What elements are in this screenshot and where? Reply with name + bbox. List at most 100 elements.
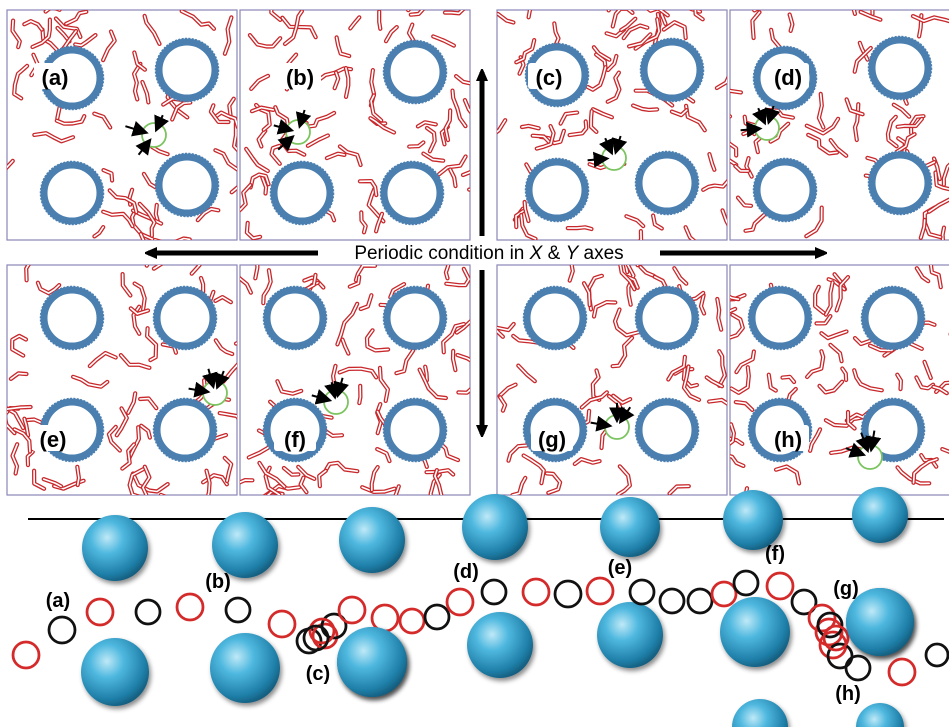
trajectory-ring [807,603,837,633]
nanoparticle [154,37,220,103]
jump-arrow [273,119,295,135]
trajectory-label: (e) [608,557,632,579]
trajectory-ring [710,580,738,608]
trajectory-ring [302,624,330,652]
nanoparticle [752,157,818,223]
trajectory-ring [585,576,615,606]
trajectory-ring [924,642,949,668]
panel-label-text: (b) [286,65,314,90]
trajectory-view: (a)(b)(c)(d)(e)(f)(g)(h) [11,487,949,727]
trajectory-ring [398,607,426,635]
panel-label-c: (c) [528,63,570,90]
nanoparticle-sphere [720,597,790,667]
void-circle [141,122,167,148]
jump-arrow [611,135,628,155]
trajectory-ring [370,603,400,633]
trajectory-label: (h) [835,683,861,705]
nanoparticle-sphere [597,602,663,668]
jump-arrow [740,121,763,138]
panel-label-e: (e) [32,425,74,452]
nanoparticle [860,285,926,351]
trajectory-ring [337,595,367,625]
panel-label-text: (a) [42,65,69,90]
periodic-caption: Periodic condition in X & Y axes [354,243,623,264]
polymer-chains [497,10,727,240]
jump-arrow [752,107,767,126]
panel-label-text: (f) [284,427,306,452]
trajectory-ring [267,609,297,639]
trajectory-ring [658,587,686,615]
nanoparticle [39,160,105,226]
trajectory-ring [480,578,508,606]
trajectory-ring [826,642,854,670]
panel-label-a: (a) [34,63,76,90]
jump-arrow [214,370,230,390]
nanoparticle [524,157,590,223]
jump-arrow [295,109,312,129]
nanoparticle [867,35,933,101]
nanoparticle [152,397,218,463]
jump-arrow [125,121,149,137]
panel-label-h: (h) [767,425,809,452]
nanoparticle [262,285,328,351]
void-circle [601,145,627,171]
panel-label-text: (h) [774,427,802,452]
trajectory-label: (c) [306,663,330,685]
trajectory-ring [816,611,844,639]
trajectory-ring [85,597,115,627]
trajectory-label: (a) [46,590,70,612]
jump-arrow [154,114,169,133]
trajectory-ring [134,598,162,626]
jump-arrow [865,430,882,453]
trajectory-label: (g) [833,578,859,600]
panel-label-b: (b) [279,63,321,90]
nanoparticle [522,285,588,351]
trajectory-ring [765,571,795,601]
void-circle [202,380,228,406]
trajectory-ring [311,622,339,650]
trajectory-ring [320,612,348,640]
trajectory-ring [732,569,760,597]
panel-f: (f) [239,264,471,496]
nanoparticle-sphere [462,494,528,560]
nanoparticle [39,285,105,351]
jump-arrow [587,151,610,168]
nanoparticle-sphere [600,497,660,557]
nanoparticle-sphere [852,487,908,543]
trajectory-ring [814,617,844,647]
panel-label-text: (d) [774,65,802,90]
nanoparticle [634,397,700,463]
nanoparticle [269,160,335,226]
periodic-arrows: Periodic condition in X & Y axes [148,72,824,434]
nanoparticle [152,285,218,351]
trajectory-ring [175,592,205,622]
trajectory-ring [887,657,917,687]
panel-h: (h) [729,264,949,496]
nanoparticle-spheres [81,487,914,727]
nanoparticle-sphere [337,627,407,697]
nanoparticle-sphere [846,588,914,656]
nanoparticle-sphere [210,633,280,703]
trajectory-ring [628,578,656,606]
nanoparticle-sphere [212,512,278,578]
jump-arrow [188,381,211,398]
panel-e: (e) [6,264,238,496]
panel-label-text: (e) [40,427,67,452]
trajectory-ring [553,579,583,609]
jump-arrow [135,138,152,156]
trajectory-ring [423,603,451,631]
nanoparticle-sphere [732,699,788,727]
nanoparticle-sphere [467,612,533,678]
jump-arrow [845,442,867,458]
nanoparticle [867,150,933,216]
snapshot-panels: (a) (b) (c) (d) (e) (f) (g) (h) [6,9,949,496]
trajectory-ring [11,640,41,670]
panel-b: (b) [239,9,471,241]
jump-arrow [618,406,635,425]
trajectory-ring [445,587,475,617]
nanoparticle [382,397,448,463]
polymer-chains [7,10,237,240]
nanoparticle [634,150,700,216]
panel-g: (g) [496,264,728,496]
